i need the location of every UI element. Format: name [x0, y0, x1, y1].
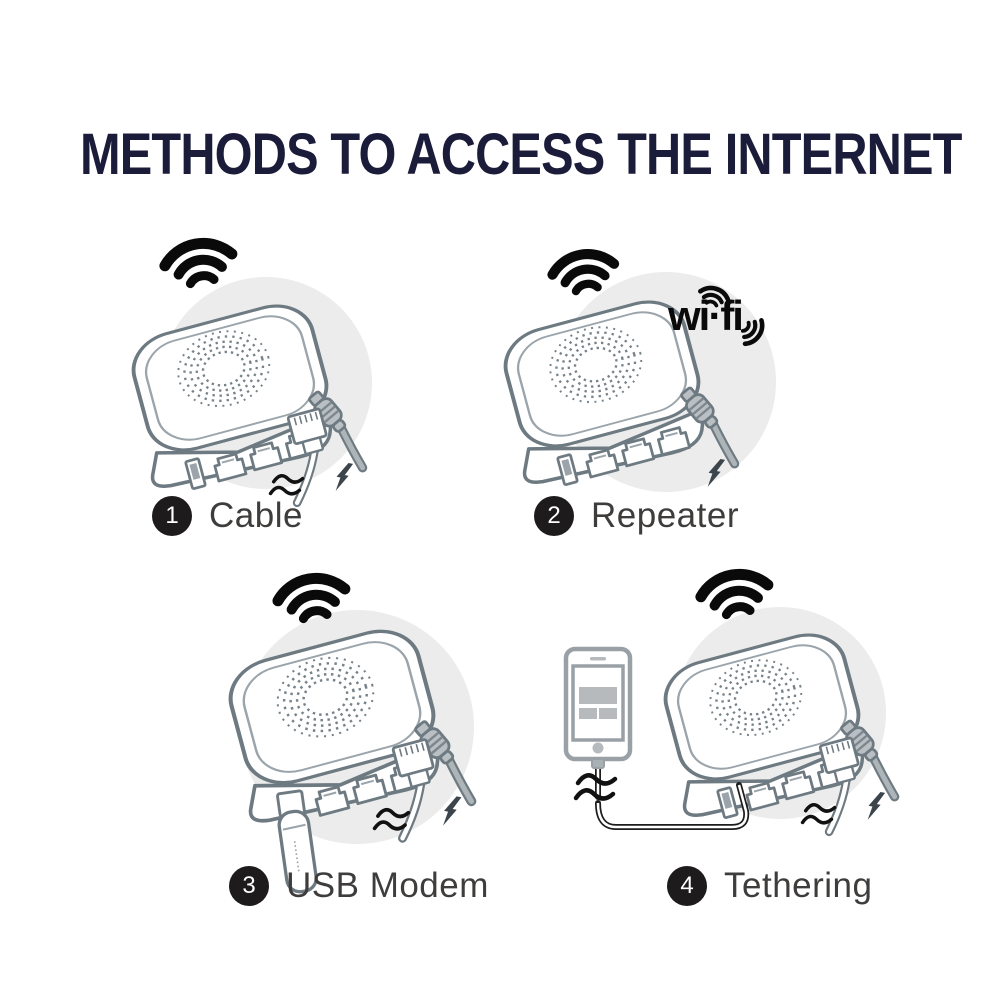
wifi-signal-icon — [162, 238, 236, 287]
cable-break-squiggles — [573, 773, 618, 801]
page-title: METHODS TO ACCESS THE INTERNET — [80, 121, 962, 187]
method-caption-usb-modem: 3 USB Modem — [229, 866, 489, 906]
method-number-badge: 4 — [667, 866, 707, 906]
method-tethering-figure — [540, 555, 1000, 905]
method-label: Cable — [209, 496, 303, 535]
method-caption-cable: 1 Cable — [152, 496, 303, 536]
method-label: Tethering — [724, 866, 873, 905]
wifi-logo: wi·fi — [667, 285, 767, 348]
method-label: Repeater — [591, 496, 739, 535]
method-number-badge: 1 — [152, 496, 192, 536]
method-label: USB Modem — [286, 866, 489, 905]
wifi-logo-text: wi·fi — [667, 292, 742, 339]
method-caption-tethering: 4 Tethering — [667, 866, 872, 906]
method-cable-figure — [50, 188, 372, 518]
method-repeater-figure: wi·fi — [470, 188, 776, 518]
wifi-signal-icon — [550, 249, 618, 294]
method-number-badge: 2 — [534, 496, 574, 536]
smartphone-icon — [566, 649, 630, 768]
method-usb-modem-figure — [145, 555, 575, 896]
method-number-badge: 3 — [229, 866, 269, 906]
method-caption-repeater: 2 Repeater — [534, 496, 739, 536]
